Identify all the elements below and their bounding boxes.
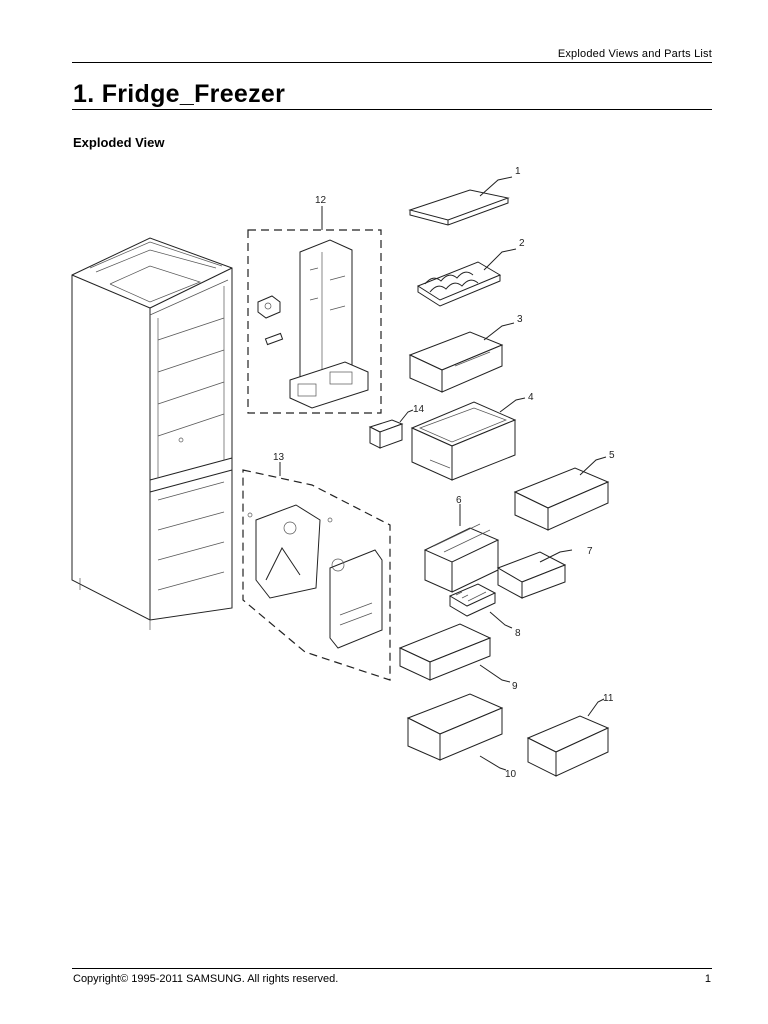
part-8-ice-tray-drawing — [448, 583, 497, 617]
callout-leaders — [279, 176, 607, 771]
part-10-drawer-drawing — [406, 693, 504, 761]
header-rule — [72, 62, 712, 63]
callout-3: 3 — [517, 314, 523, 325]
part-2-wine-rack-drawing — [416, 261, 502, 307]
callout-1: 1 — [515, 166, 521, 177]
part-4-ice-drawer-drawing — [410, 401, 517, 481]
callout-6: 6 — [456, 495, 462, 506]
group-12-evaporator-cover-drawing — [247, 229, 382, 414]
callout-5: 5 — [609, 450, 615, 461]
callout-14: 14 — [413, 404, 425, 415]
callout-4: 4 — [528, 392, 534, 403]
group-13-fan-assembly-drawing — [242, 469, 391, 681]
part-3-drawer-drawing — [408, 331, 504, 393]
part-11-drawer-drawing — [526, 715, 610, 777]
part-5-freezer-drawer-drawing — [513, 467, 610, 531]
callout-2: 2 — [519, 238, 525, 249]
callout-13: 13 — [273, 452, 285, 463]
part-1-shelf-drawing — [408, 189, 510, 226]
copyright-notice: Copyright© 1995-2011 SAMSUNG. All rights… — [73, 973, 339, 985]
section-title: Exploded View — [73, 135, 165, 150]
running-header: Exploded Views and Parts List — [557, 48, 712, 60]
part-9-drawer-drawing — [398, 623, 492, 681]
footer-rule — [72, 968, 712, 969]
page-title: 1. Fridge_Freezer — [73, 80, 286, 108]
title-rule — [72, 109, 712, 110]
callout-9: 9 — [512, 681, 518, 692]
part-6-ice-rack-drawing — [423, 523, 500, 593]
callout-11: 11 — [603, 693, 614, 704]
callout-10: 10 — [505, 769, 517, 780]
part-14-small-box-drawing — [368, 419, 404, 449]
part-7-small-drawer-drawing — [496, 551, 567, 599]
callout-7: 7 — [587, 546, 593, 557]
callout-8: 8 — [515, 628, 521, 639]
page-number: 1 — [704, 973, 711, 985]
callout-12: 12 — [315, 195, 327, 206]
fridge-cabinet-drawing — [71, 237, 233, 630]
